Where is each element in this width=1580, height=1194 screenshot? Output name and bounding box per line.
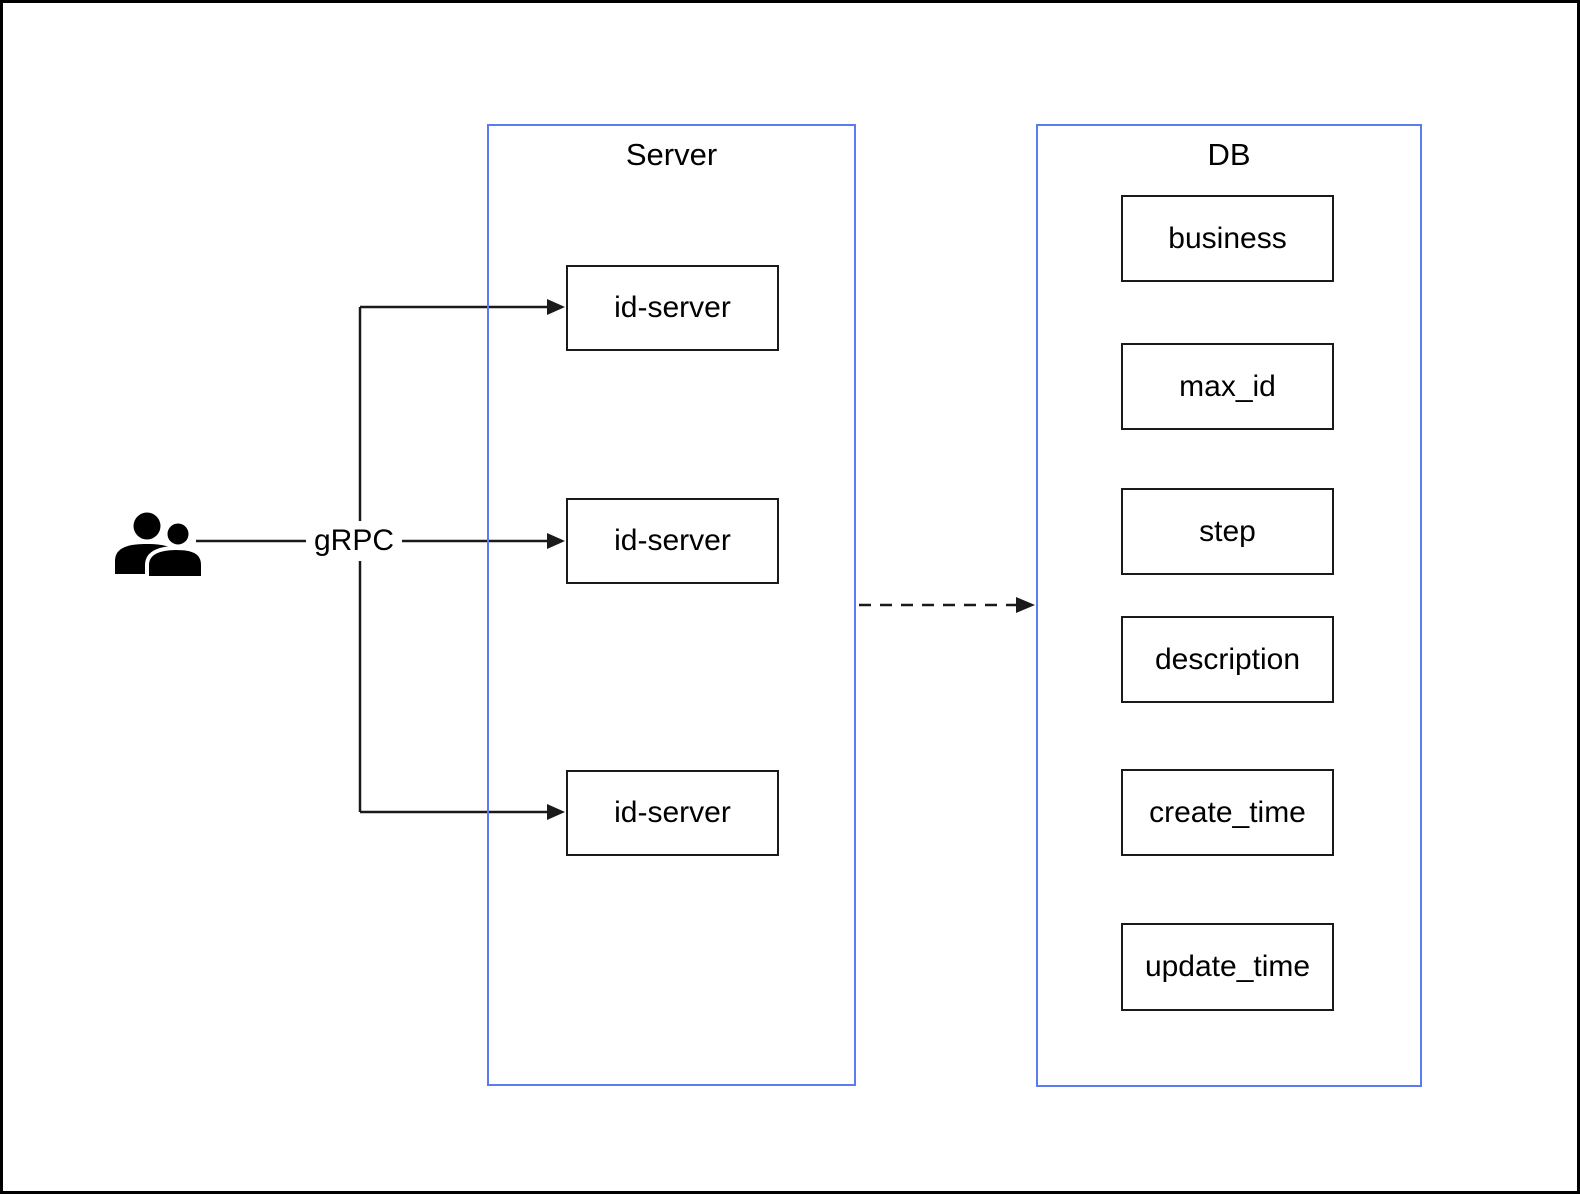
db-field-description: description bbox=[1121, 616, 1334, 703]
db-field-business: business bbox=[1121, 195, 1334, 282]
id-server-node-3-label: id-server bbox=[614, 796, 731, 829]
id-server-node-1-label: id-server bbox=[614, 291, 731, 324]
server-container: Server bbox=[487, 124, 856, 1086]
id-server-node-2: id-server bbox=[566, 498, 779, 584]
id-server-node-1: id-server bbox=[566, 265, 779, 351]
db-field-step-label: step bbox=[1199, 514, 1256, 548]
db-container: DB bbox=[1036, 124, 1422, 1087]
db-container-title: DB bbox=[1207, 137, 1251, 172]
server-container-title: Server bbox=[625, 137, 718, 172]
db-field-create-time-label: create_time bbox=[1149, 795, 1306, 829]
arrowhead-dashed-icon bbox=[1016, 597, 1035, 613]
db-field-create-time: create_time bbox=[1121, 769, 1334, 856]
db-field-step: step bbox=[1121, 488, 1334, 575]
db-field-max-id-label: max_id bbox=[1179, 369, 1276, 403]
db-field-update-time-label: update_time bbox=[1144, 950, 1311, 983]
db-field-max-id: max_id bbox=[1121, 343, 1334, 430]
id-server-node-3: id-server bbox=[566, 770, 779, 856]
db-field-business-label: business bbox=[1168, 221, 1287, 255]
users-icon bbox=[115, 512, 205, 578]
id-server-node-2-label: id-server bbox=[614, 524, 731, 557]
grpc-label: gRPC bbox=[306, 521, 402, 561]
db-field-update-time: update_time bbox=[1121, 923, 1334, 1011]
db-field-description-label: description bbox=[1154, 642, 1301, 676]
